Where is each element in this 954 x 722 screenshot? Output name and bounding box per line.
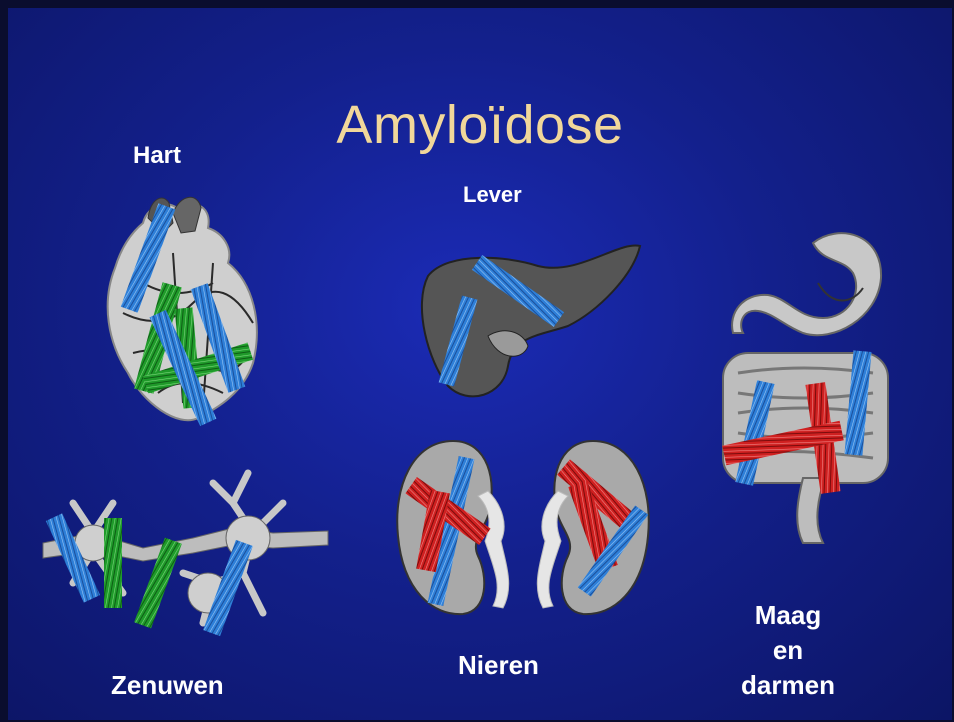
stomach-intestines-illustration [713, 223, 898, 553]
label-lever: Lever [463, 180, 522, 210]
nerves-illustration [33, 463, 333, 648]
label-nieren: Nieren [458, 648, 539, 683]
label-maag-en-darmen: Maag en darmen [718, 598, 858, 703]
liver-illustration [418, 236, 643, 406]
label-maag-line1: Maag [718, 598, 858, 633]
label-hart: Hart [133, 140, 181, 172]
label-maag-line3: darmen [718, 668, 858, 703]
label-zenuwen: Zenuwen [111, 668, 224, 703]
label-maag-line2: en [718, 633, 858, 668]
heart-illustration [103, 193, 268, 438]
fibril-green [104, 518, 122, 608]
slide: Amyloïdose Hart Lever Zenuwen Nieren Maa… [8, 8, 952, 720]
kidneys-illustration [393, 436, 653, 626]
